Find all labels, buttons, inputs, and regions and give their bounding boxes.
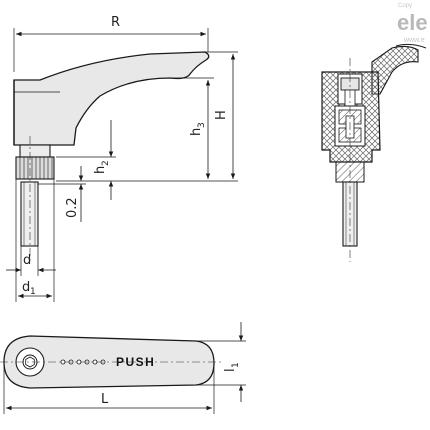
knurled-collar [15,156,55,180]
dim-d1-label: d [22,280,30,295]
dim-gap-label: 0.2 [65,197,80,218]
copyright-text: Copy [398,3,412,9]
dim-d-label: d [23,253,31,268]
dim-l1-label: l [223,368,238,372]
dim-d1-sub: 1 [30,287,36,297]
lever-bushing [19,144,51,158]
lever-handle [13,51,210,146]
dim-l1-sub: 1 [231,362,241,368]
dim-h3-label: h [189,128,204,136]
threaded-stud [20,181,39,247]
section-lever-stub [371,45,419,95]
top-view: PUSH l 1 L [0,322,246,414]
dim-R-label: R [111,15,120,30]
watermark: Copy ele www.e [397,3,428,44]
dim-H-label: H [214,110,229,120]
web-text: www.e [403,37,425,44]
dim-L-label: L [101,392,109,407]
dim-h2-sub: 2 [101,160,111,166]
side-view: R H h 3 h 2 0.2 d [6,15,238,302]
section-view [321,43,427,262]
dim-h2-label: h [93,166,108,174]
logo-text: ele [397,10,428,35]
dim-h3-sub: 3 [197,122,207,128]
